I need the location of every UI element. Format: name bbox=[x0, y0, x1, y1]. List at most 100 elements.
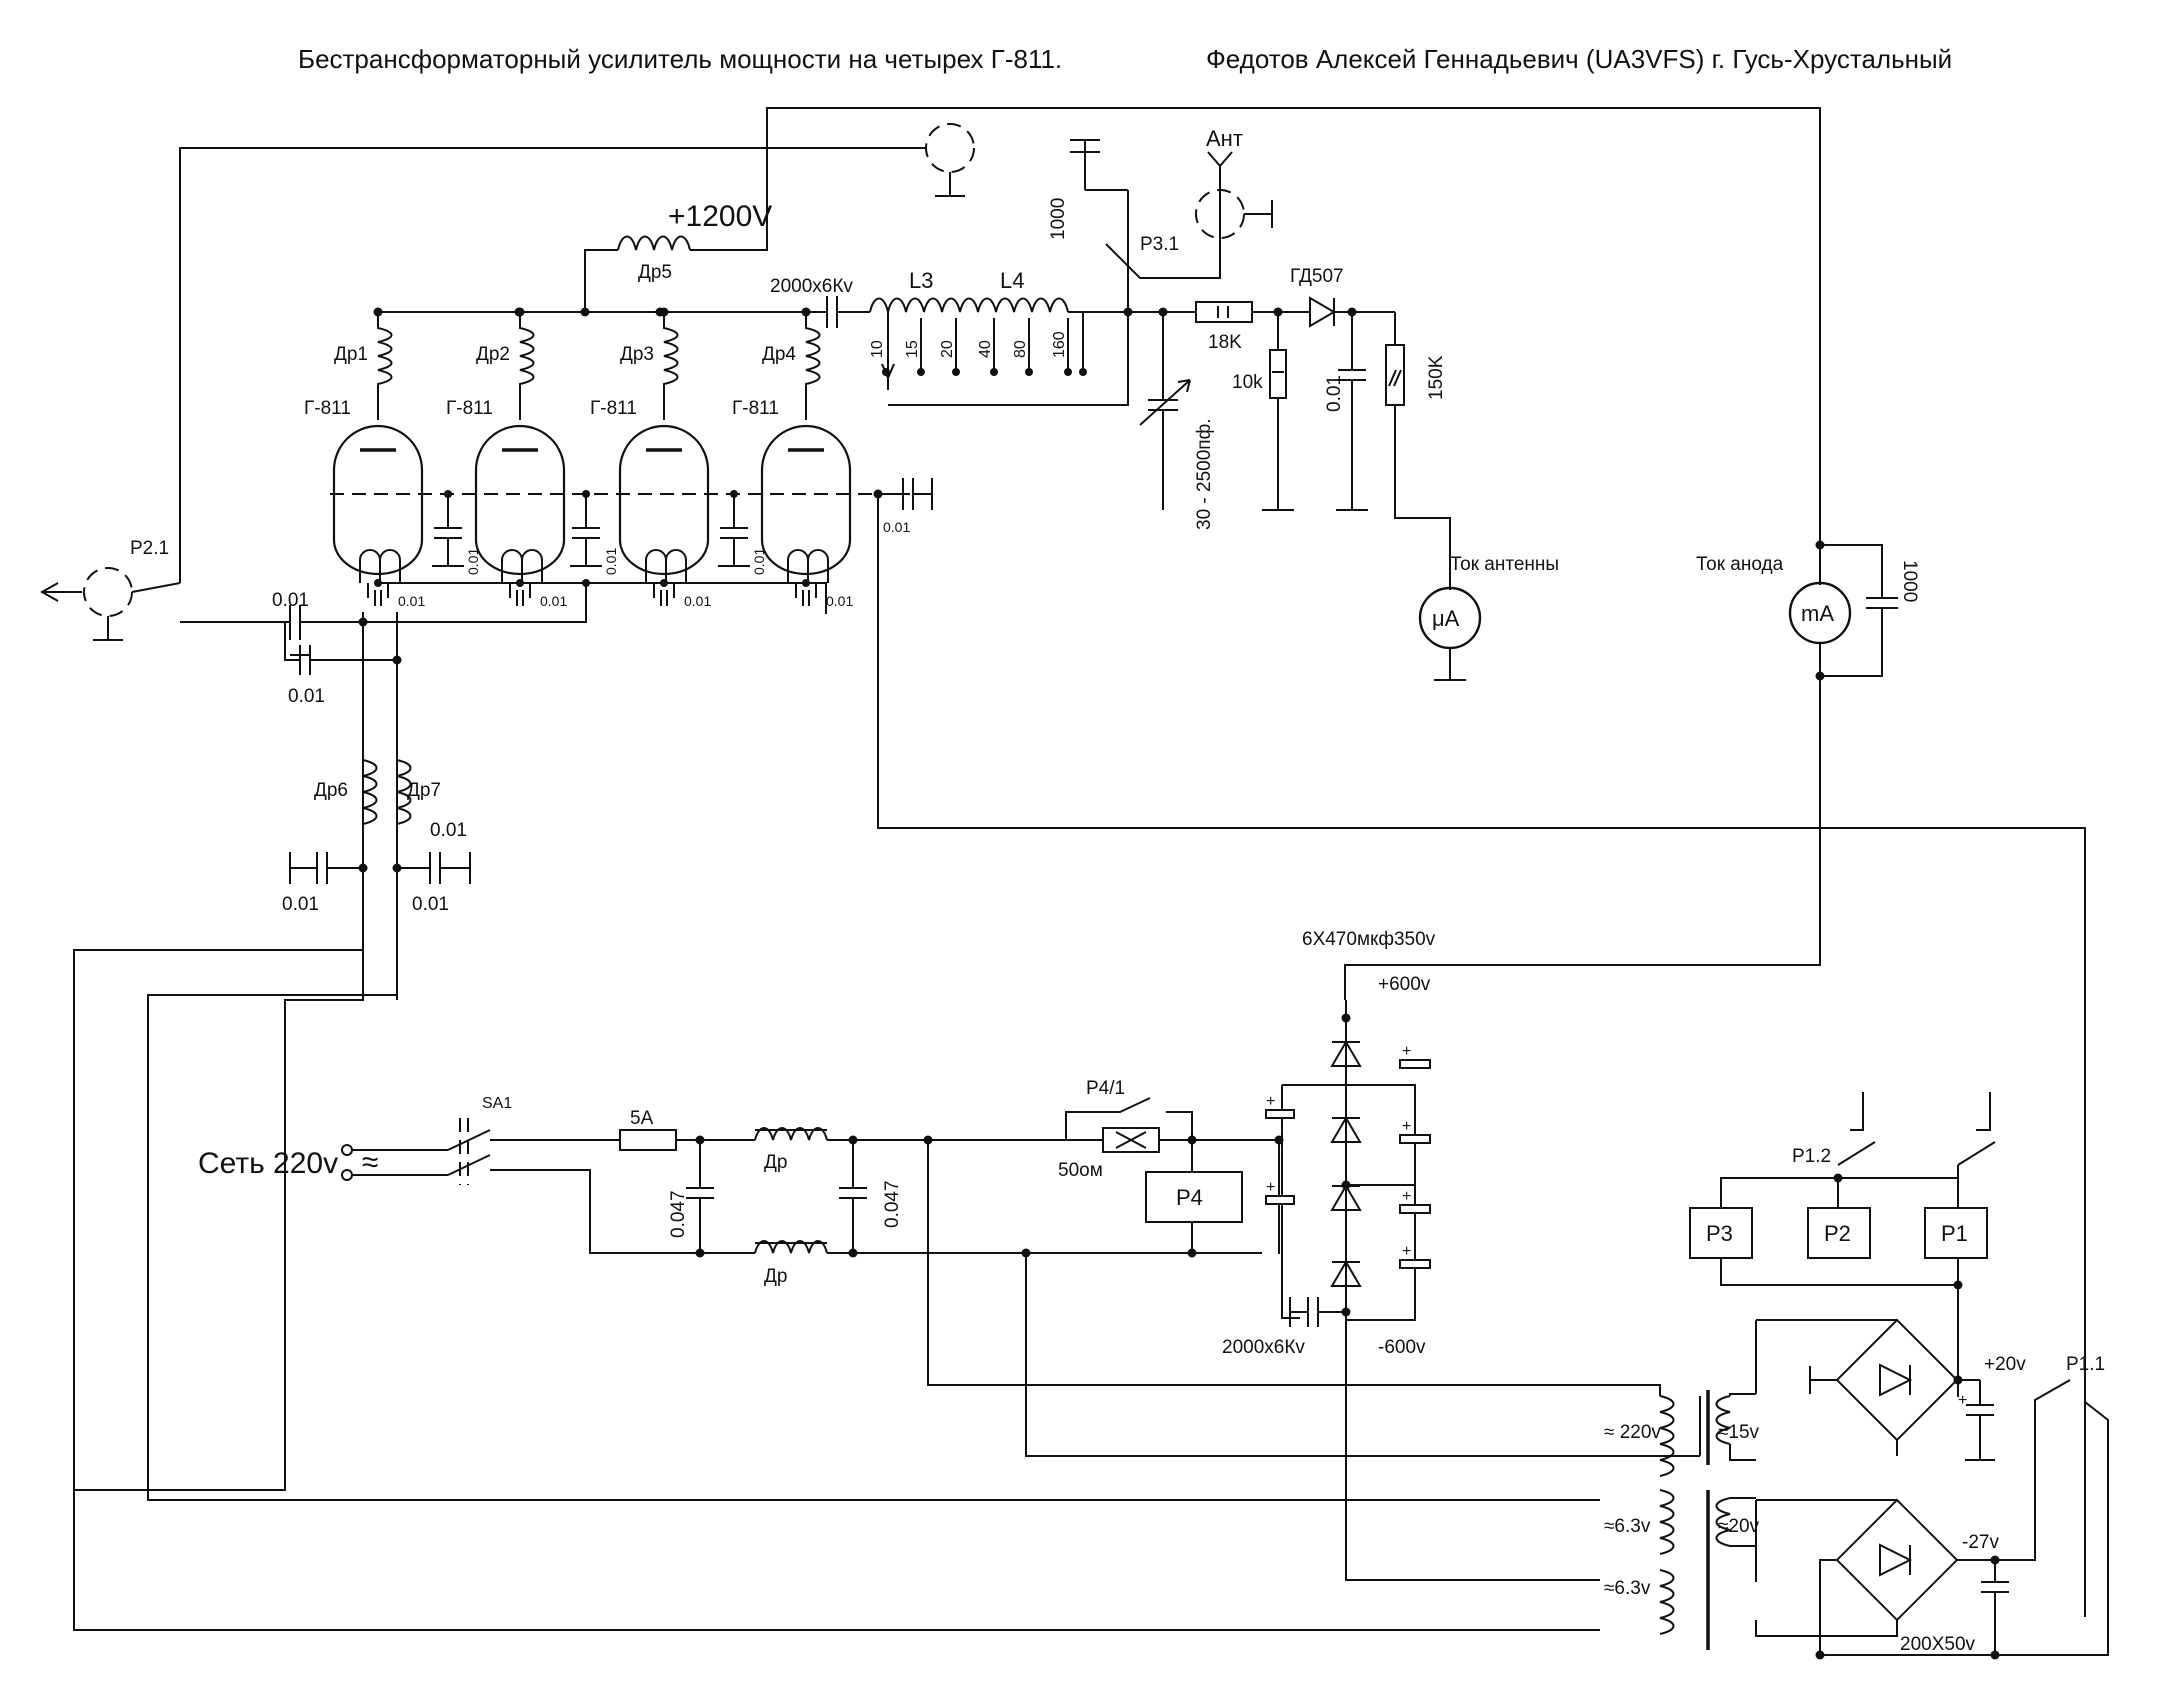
relay-p1-label: P1 bbox=[1941, 1221, 1968, 1246]
mains-choke-bottom-label: Др bbox=[764, 1266, 787, 1287]
hv-diode bbox=[1330, 1040, 1362, 1067]
filament-chokes bbox=[73, 759, 1600, 1631]
tube-envelope bbox=[760, 424, 852, 576]
p11-contact-label: P1.1 bbox=[2066, 1354, 2105, 1375]
cap-1000-label: 1000 bbox=[1048, 198, 1069, 240]
cathode-bus bbox=[74, 579, 827, 1491]
transformer-20v-label: ≈20v bbox=[1718, 1516, 1760, 1537]
mains-label: Сеть 220v bbox=[198, 1147, 338, 1180]
mains-choke-top-label: Др bbox=[764, 1152, 787, 1173]
hv-cap-body bbox=[1399, 1134, 1431, 1144]
tube-type-label: Г-811 bbox=[732, 398, 779, 419]
junction-dot bbox=[659, 307, 669, 317]
transformer-lower bbox=[1659, 1489, 1757, 1650]
in-cap-1-label: 0.01 bbox=[272, 590, 309, 611]
schematic-title: Бестрансформаторный усилитель мощности н… bbox=[298, 44, 1062, 74]
tap-label-160: 160 bbox=[1051, 331, 1068, 358]
bridge-20v bbox=[1755, 1318, 1995, 1461]
author-credit: Федотов Алексей Геннадьевич (UA3VFS) г. … bbox=[1206, 44, 1952, 74]
antenna-current-meter bbox=[1418, 586, 1482, 681]
tap-label-40: 40 bbox=[977, 340, 994, 358]
tube-type-label: Г-811 bbox=[304, 398, 351, 419]
input-relay-contact-label: P2.1 bbox=[130, 538, 169, 559]
antenna-meter-label: Ток антенны bbox=[1450, 554, 1559, 575]
fuse-label: 5A bbox=[630, 1108, 654, 1129]
tube-filament bbox=[645, 549, 687, 583]
rectifier-filter-cap bbox=[1336, 312, 1368, 511]
filament-cap-label: 0.01 bbox=[826, 593, 853, 609]
relay-control-wiring bbox=[179, 107, 1821, 583]
hv-cap-body bbox=[1399, 1059, 1431, 1069]
p4-contact-label: P4/1 bbox=[1086, 1078, 1125, 1099]
filament-bypass-cap bbox=[509, 583, 531, 606]
anode-voltage-label: +1200V bbox=[668, 200, 772, 233]
resistor-150k bbox=[1385, 312, 1451, 590]
filament-cap-label: 0.01 bbox=[398, 593, 425, 609]
diode-label: ГД507 bbox=[1290, 266, 1344, 287]
plus-20-label: +20v bbox=[1984, 1354, 2026, 1375]
choke-dr7-label: Др7 bbox=[407, 780, 441, 801]
anode-choke bbox=[663, 312, 679, 420]
choke-dr6-label: Др6 bbox=[314, 780, 348, 801]
hv-cap-plus: + bbox=[1402, 1243, 1411, 1260]
transformer-15v-label: ≈15v bbox=[1718, 1422, 1760, 1443]
hv-caps-label: 6Х470мкф350v bbox=[1302, 929, 1436, 950]
resistor-10k-label: 10k bbox=[1232, 372, 1263, 393]
hv-diode bbox=[1330, 1260, 1362, 1287]
transformer-upper bbox=[1659, 1390, 1756, 1477]
antenna-meter-symbol: μA bbox=[1432, 606, 1460, 631]
tube-filament bbox=[787, 549, 829, 583]
hv-diode bbox=[1330, 1116, 1362, 1143]
grid-cap-label: 0.01 bbox=[751, 548, 767, 575]
hv-plus-label: +600v bbox=[1378, 974, 1431, 995]
hv-cap-body bbox=[1399, 1204, 1431, 1214]
tap-label-20: 20 bbox=[939, 340, 956, 358]
tube-bank: Г-811Др10.01Г-811Др20.01Г-811Др30.01Г-81… bbox=[304, 307, 853, 609]
cap-symbol bbox=[718, 494, 750, 567]
cap-symbol bbox=[570, 494, 602, 567]
anode-choke bbox=[805, 312, 821, 420]
filament-cap-label: 0.01 bbox=[684, 593, 711, 609]
bridge-27v bbox=[1755, 1379, 2109, 1660]
junction-dot bbox=[515, 307, 525, 317]
in-cap-2-label: 0.01 bbox=[288, 686, 325, 707]
tube-type-label: Г-811 bbox=[590, 398, 637, 419]
resistor-18k-label: 18K bbox=[1208, 332, 1242, 353]
anode-meter-label: Ток анода bbox=[1696, 554, 1784, 575]
hv-cap-body bbox=[1265, 1109, 1295, 1119]
anode-current-meter bbox=[1344, 540, 1898, 1000]
tube-envelope bbox=[474, 424, 566, 576]
fil-cap-right-top-label: 0.01 bbox=[430, 820, 467, 841]
tap-dot bbox=[882, 368, 890, 376]
output-coupling-cap-label: 2000х6Кv bbox=[770, 276, 853, 297]
p3-contact-label: P3.1 bbox=[1140, 234, 1179, 255]
resistor-10k bbox=[1262, 307, 1294, 511]
hv-minus-label: -600v bbox=[1378, 1337, 1426, 1358]
filament-cap-label: 0.01 bbox=[540, 593, 567, 609]
fil-cap-left-label: 0.01 bbox=[282, 894, 319, 915]
relay-p2-label: P2 bbox=[1824, 1221, 1851, 1246]
cap-symbol bbox=[432, 494, 464, 567]
grid-cap-label: 0.01 bbox=[883, 519, 910, 535]
hv-cap-plus: + bbox=[1402, 1188, 1411, 1205]
hv-cap-plus: + bbox=[1402, 1118, 1411, 1135]
coil-l4-label: L4 bbox=[1000, 268, 1024, 293]
fil-cap-right-bottom-label: 0.01 bbox=[412, 894, 449, 915]
grid-cap-label: 0.01 bbox=[603, 548, 619, 575]
tap-label-10: 10 bbox=[869, 340, 886, 358]
tube-choke-label: Др2 bbox=[476, 344, 510, 365]
tap-label-80: 80 bbox=[1012, 340, 1029, 358]
tube-filament bbox=[359, 549, 401, 583]
grid-bypass-cap: 0.01 bbox=[718, 490, 767, 575]
minus-27-label: -27v bbox=[1962, 1532, 1999, 1553]
junction-dot bbox=[373, 307, 383, 317]
junction-dot bbox=[801, 307, 811, 317]
mains-input bbox=[341, 1118, 755, 1254]
output-coupling-cap bbox=[811, 296, 870, 328]
tube-envelope bbox=[618, 424, 710, 576]
